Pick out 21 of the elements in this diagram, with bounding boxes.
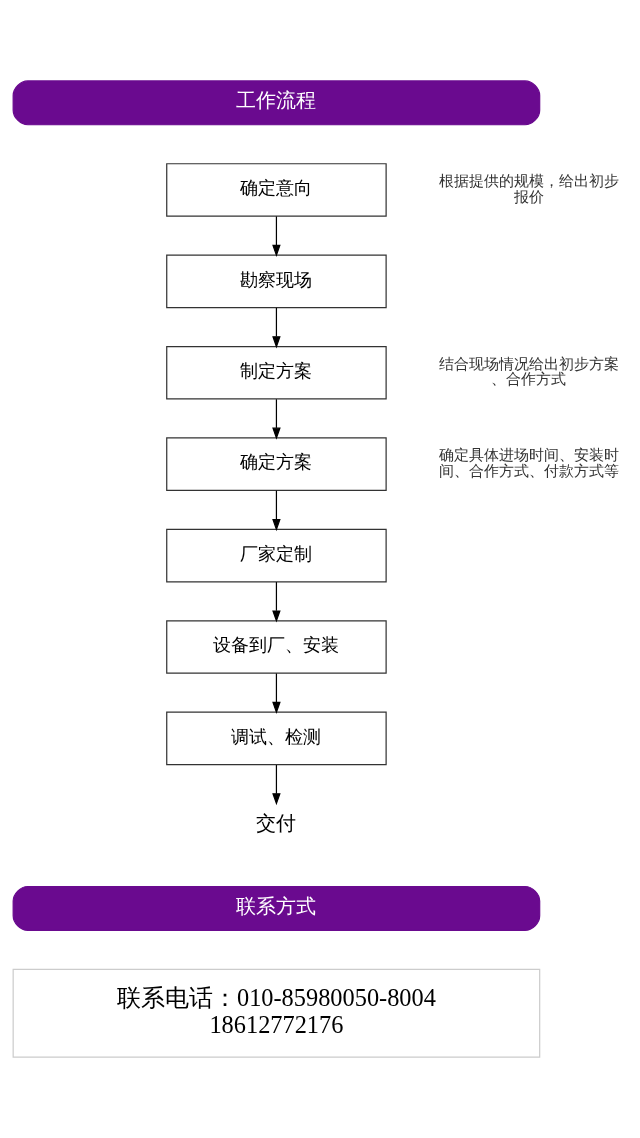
- arrow: [272, 581, 281, 623]
- node-box: 确定方案: [166, 437, 387, 491]
- node-text: 交付: [256, 812, 297, 836]
- arrow: [272, 764, 281, 806]
- node-box: 工作流程: [12, 80, 541, 126]
- node-box: 厂家定制: [166, 528, 387, 583]
- node-label: 确定具体进场时间、安装时间、合作方式、付款方式等: [438, 446, 619, 479]
- arrow: [272, 398, 281, 440]
- node-box: 勘察现场: [166, 254, 387, 309]
- node-label: 结合现场情况给出初步方案、合作方式: [438, 354, 619, 388]
- node-box: 调试、检测: [166, 711, 387, 766]
- arrow: [272, 490, 281, 532]
- node-box: 确定意向: [166, 163, 387, 217]
- arrow: [272, 307, 281, 349]
- node-box: 制定方案: [166, 345, 387, 400]
- node-label: 根据提供的规模，给出初步报价: [438, 171, 619, 205]
- arrow: [272, 215, 281, 257]
- node-box: 设备到厂、安装: [166, 620, 387, 674]
- arrow: [272, 672, 281, 715]
- node-box: 联系方式: [12, 885, 541, 931]
- node-box: 联系电话：010-85980050-8004 18612772176: [12, 968, 541, 1058]
